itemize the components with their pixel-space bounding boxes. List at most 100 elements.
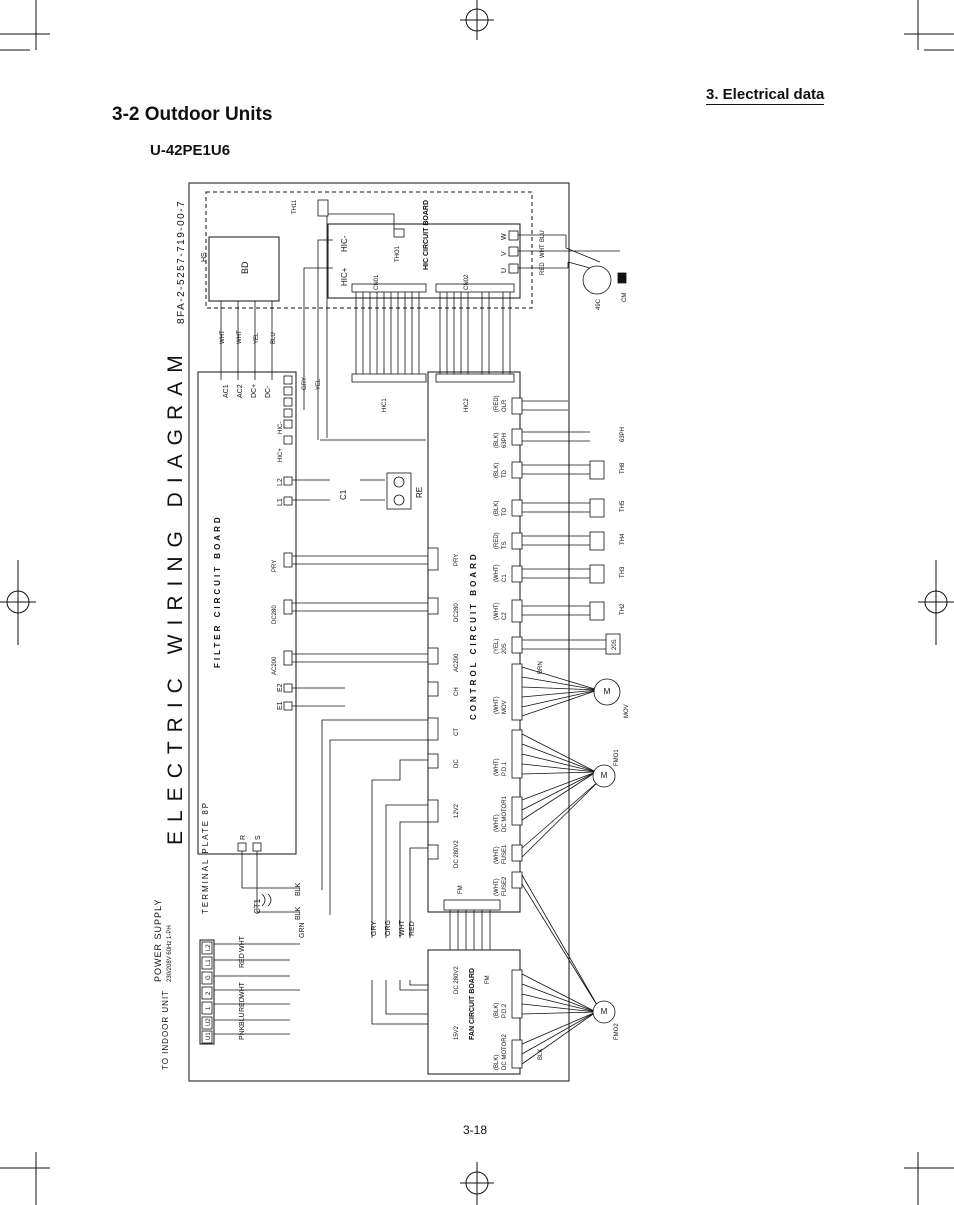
th4-label: TH4 [620,533,626,545]
svg-text:DC 280V2: DC 280V2 [454,966,460,994]
l1-label: L1 [277,498,284,506]
diagram-title: ELECTRIC WIRING DIAGRAM [164,346,187,845]
svg-text:TO: TO [502,507,508,516]
svg-text:1: 1 [206,1006,212,1010]
svg-text:(WHT): (WHT) [494,602,500,620]
wire-code-wht: WHT [540,244,546,258]
svg-text:FUSE2: FUSE2 [502,876,508,896]
svg-text:TH8: TH8 [620,462,626,474]
fan-fm-label: FM [485,975,491,984]
svg-text:MOV: MOV [624,704,630,718]
tho1-label: THO1 [395,245,401,262]
svg-text:(YEL): (YEL) [494,639,500,654]
cm-label: CM [622,293,628,302]
svg-text:U2: U2 [206,1018,212,1026]
filter-board-label: FILTER CIRCUIT BOARD [213,514,222,668]
svg-text:(WHT): (WHT) [494,814,500,832]
svg-text:HIC-: HIC- [340,235,349,252]
svg-text:(RED): (RED) [494,532,500,549]
svg-text:2: 2 [206,991,212,995]
svg-text:(RED): (RED) [494,395,500,412]
tb-u1: U1 [206,1032,212,1040]
control-board-label: CONTROL CIRCUIT BOARD [469,551,478,720]
svg-text:CT: CT [454,728,460,736]
svg-text:AC2: AC2 [237,384,244,398]
svg-text:TH5: TH5 [620,500,626,512]
wire-code-gry-2: GRY [371,921,378,936]
svg-text:BLU: BLU [540,230,546,242]
wire-code-blk: BLK [295,882,302,896]
svg-text:(WHT): (WHT) [494,758,500,776]
ac2-label: AC2 [237,384,244,398]
svg-text:P.D.1: P.D.1 [502,761,508,776]
svg-text:RED: RED [239,997,246,1012]
hic-board-label: HIC CIRCUIT BOARD [423,200,430,270]
v-label: V [501,251,508,256]
svg-text:(WHT): (WHT) [494,696,500,714]
svg-text:DC MOTOR1: DC MOTOR1 [502,795,508,832]
l2-label: L2 [277,478,284,486]
svg-text:WHT: WHT [540,244,546,258]
svg-text:FAN CIRCUIT BOARD: FAN CIRCUIT BOARD [469,968,476,1040]
wire-code-brn: BRN [538,661,544,674]
th11-label: TH11 [292,199,298,214]
wire-code-red: RED [540,262,546,275]
svg-text:M: M [601,771,608,780]
wire-code-blk-2: BLK [295,906,302,920]
connector-c1: (WHT) C1 [494,564,508,582]
svg-text:L2: L2 [206,944,212,951]
fan-board-label: FAN CIRCUIT BOARD [469,968,476,1040]
svg-text:U: U [501,268,508,273]
svg-text:GRY: GRY [302,377,308,390]
svg-text:V: V [501,251,508,256]
svg-text:TH3: TH3 [620,566,626,578]
svg-text:20S: 20S [612,639,618,650]
svg-text:12V2: 12V2 [454,803,460,818]
svg-text:(BLK): (BLK) [494,463,500,478]
svg-text:63PH: 63PH [620,427,626,442]
cn01-label: CN01 [374,274,380,290]
connector-dc-motor1: (WHT) DC MOTOR1 [494,795,508,832]
svg-text:WHT: WHT [237,330,243,344]
connector-to: (BLK) TO [494,501,508,516]
svg-text:RED: RED [540,262,546,275]
th5-label: TH5 [620,500,626,512]
svg-text:CN02: CN02 [464,274,470,290]
svg-text:63PH: 63PH [502,433,508,448]
svg-text:(WHT): (WHT) [494,878,500,896]
terminal-plate [199,939,215,1045]
hic-minus-label: HIC- [340,235,349,252]
re-label: RE [415,487,424,498]
diagram-frame [188,182,570,1082]
svg-text:TERMINAL PLATE 8P: TERMINAL PLATE 8P [201,801,210,914]
dc280-left-label: DC280 [272,605,278,624]
bd-module [208,236,280,302]
svg-text:FILTER CIRCUIT BOARD: FILTER CIRCUIT BOARD [213,514,222,668]
svg-text:15V2: 15V2 [454,1025,460,1040]
e2-label: E2 [277,683,284,692]
svg-text:HIC+: HIC+ [340,267,349,286]
svg-text:L2: L2 [277,478,284,486]
wire-code-yel: YEL [316,378,322,390]
wire-code-org: ORG [385,920,392,936]
fan-dc280v2-label: DC 280V2 [454,966,460,994]
tb-2: 2 [206,991,212,995]
hic-plus-label: HIC+ [340,267,349,286]
svg-text:RE: RE [415,487,424,498]
svg-text:GRN: GRN [299,922,306,938]
svg-text:(BLK): (BLK) [494,501,500,516]
svg-text:PRY: PRY [272,560,278,572]
svg-text:RED: RED [239,953,246,968]
s-label: S [255,835,262,840]
svg-text:BD: BD [240,261,250,274]
v12-label: 12V2 [454,803,460,818]
svg-text:L1: L1 [206,959,212,966]
svg-text:YEL: YEL [254,332,260,344]
svg-text:CH: CH [454,687,460,696]
svg-text:TD: TD [502,469,508,478]
connector-dc-motor2: (BLK) DC MOTOR2 [494,1033,508,1070]
svg-text:20S: 20S [502,643,508,654]
svg-text:HS: HS [201,252,208,262]
hic-board [327,223,521,299]
